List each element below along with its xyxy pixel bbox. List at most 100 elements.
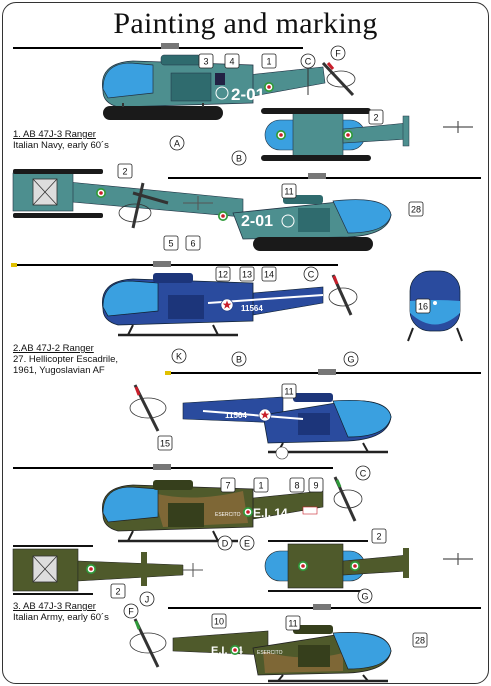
callout-s3-rside-1: J	[139, 591, 155, 607]
callout-marker	[303, 266, 319, 282]
callout-s2-rside-2: G	[343, 351, 359, 367]
callout-marker	[357, 588, 373, 604]
callout-s1-top-1: B	[231, 150, 247, 166]
callout-s1-side-2: 1	[261, 53, 277, 69]
scheme-2-desc-line1: 27. Hellicopter Escadrile,	[13, 354, 119, 365]
callout-label: F	[128, 607, 134, 617]
callout-s3-top-1: 2	[371, 528, 387, 544]
callout-s1-side-1: 4	[224, 53, 240, 69]
callout-marker	[371, 528, 387, 544]
callout-s1-rside-1: 11	[281, 183, 297, 199]
scheme-1-name: 1. AB 47J-3 Ranger	[13, 129, 96, 140]
navy-rside-view: 2-01	[12, 169, 481, 251]
army-top-view-left	[12, 545, 203, 595]
callout-label: E	[244, 539, 250, 549]
callout-marker	[117, 163, 133, 179]
callout-label: 16	[418, 302, 428, 312]
callout-s1-rside-3: 5	[163, 235, 179, 251]
navy-code-marking-rside: 2-01	[241, 213, 273, 230]
callout-marker	[343, 351, 359, 367]
callout-marker	[355, 465, 371, 481]
callout-label: 12	[218, 270, 228, 280]
callout-label: 15	[160, 439, 170, 449]
callout-s3-rside-5: 28	[412, 632, 428, 648]
callout-marker	[224, 53, 240, 69]
callout-label: 4	[229, 57, 234, 67]
callout-marker	[408, 201, 424, 217]
callout-s1-side-0: 3	[198, 53, 214, 69]
callout-label: 3	[203, 57, 208, 67]
callout-s1-side-3: C	[300, 53, 316, 69]
army-text-marking: ESERCITO	[215, 512, 241, 518]
callout-label: 8	[294, 481, 299, 491]
callout-marker	[300, 53, 316, 69]
callout-marker	[171, 348, 187, 364]
yugo-rside-view: 11564	[129, 369, 481, 460]
callout-marker	[198, 53, 214, 69]
callout-s2-side-0: 12	[215, 266, 231, 282]
callout-marker	[281, 183, 297, 199]
callout-s2-side-3: C	[303, 266, 319, 282]
callout-label: 9	[313, 481, 318, 491]
scheme-1-caption: 1. AB 47J-3 Ranger Italian Navy, early 6…	[13, 129, 109, 151]
scheme-3-desc: Italian Army, early 60´s	[13, 612, 109, 623]
scheme-3-name: 3. AB 47J-3 Ranger	[13, 601, 96, 612]
callout-marker	[289, 477, 305, 493]
callout-label: 1	[266, 57, 271, 67]
army-code-marking: E.I. 14	[253, 506, 288, 520]
callout-label: 11	[288, 619, 297, 629]
callout-s3-rside-2: F	[123, 603, 139, 619]
army-rside-view: E.I. 14 ESERCITO	[129, 604, 481, 683]
callout-s1-rside-4: 6	[185, 235, 201, 251]
callout-s3-top-0: 2	[110, 583, 126, 599]
callout-label: C	[308, 270, 315, 280]
callout-s3-side-5: D	[217, 535, 233, 551]
callout-label: J	[145, 595, 150, 605]
callout-marker	[185, 235, 201, 251]
callout-s1-side-5: A	[169, 135, 185, 151]
callout-s1-side-4: F	[330, 45, 346, 61]
callout-s3-side-2: 8	[289, 477, 305, 493]
callout-label: 2	[115, 587, 120, 597]
callout-marker	[281, 383, 297, 399]
callout-label: C	[305, 57, 312, 67]
callout-label: 13	[242, 270, 252, 280]
callout-label: 5	[168, 239, 173, 249]
callout-marker	[239, 535, 255, 551]
callout-marker	[123, 603, 139, 619]
illustration-canvas: 2-01	[11, 43, 481, 683]
callout-marker	[231, 150, 247, 166]
callout-label: 2	[373, 113, 378, 123]
callout-marker	[239, 266, 255, 282]
callout-label: B	[236, 154, 242, 164]
callout-s2-rside-4: 15	[157, 435, 173, 451]
callout-marker	[169, 135, 185, 151]
callout-marker	[220, 477, 236, 493]
callout-s1-rside-2: 28	[408, 201, 424, 217]
callout-label: 11	[284, 387, 293, 397]
navy-side-view: 2-01	[13, 43, 356, 120]
callout-label: 7	[225, 481, 230, 491]
callout-marker	[139, 591, 155, 607]
callout-label: A	[174, 139, 180, 149]
yugo-side-view: 11564	[11, 261, 358, 337]
callout-label: G	[347, 355, 354, 365]
callout-marker	[217, 535, 233, 551]
callout-s2-side-2: 14	[261, 266, 277, 282]
callout-label: B	[236, 355, 242, 365]
callout-label: 2	[122, 167, 127, 177]
callout-s3-side-6: E	[239, 535, 255, 551]
callout-s2-rside-3: 11	[281, 383, 297, 399]
callout-s3-side-3: 9	[308, 477, 324, 493]
callout-label: K	[176, 352, 182, 362]
callout-s2-side-1: 13	[239, 266, 255, 282]
callout-label: 28	[411, 205, 421, 215]
callout-marker	[163, 235, 179, 251]
callout-marker	[368, 109, 384, 125]
callout-label: D	[222, 539, 229, 549]
callout-label: G	[361, 592, 368, 602]
callout-label: 28	[415, 636, 425, 646]
scheme-2-caption: 2.AB 47J-2 Ranger 27. Hellicopter Escadr…	[13, 343, 118, 376]
